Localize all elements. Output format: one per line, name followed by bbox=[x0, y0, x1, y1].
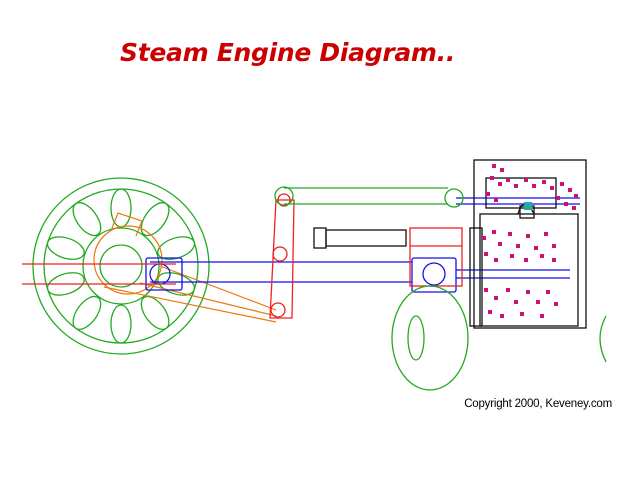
valve-spool bbox=[524, 202, 532, 210]
valve-rocker bbox=[269, 193, 295, 319]
slide-title: Steam Engine Diagram.. bbox=[120, 38, 456, 67]
valve-rod bbox=[274, 186, 464, 208]
steam-particles bbox=[482, 164, 578, 318]
flywheel-spokes bbox=[46, 188, 196, 344]
eccentric bbox=[93, 212, 277, 323]
rear-wheels bbox=[391, 285, 607, 391]
connecting-rod bbox=[145, 197, 580, 293]
piston bbox=[409, 227, 463, 287]
steam-cylinder bbox=[469, 159, 587, 329]
copyright-label: Copyright 2000, Keveney.com bbox=[464, 398, 612, 410]
crank-axle bbox=[22, 263, 176, 285]
steam-engine-diagram bbox=[22, 159, 607, 391]
crosshead-guide bbox=[313, 227, 407, 249]
flywheel bbox=[32, 177, 210, 355]
